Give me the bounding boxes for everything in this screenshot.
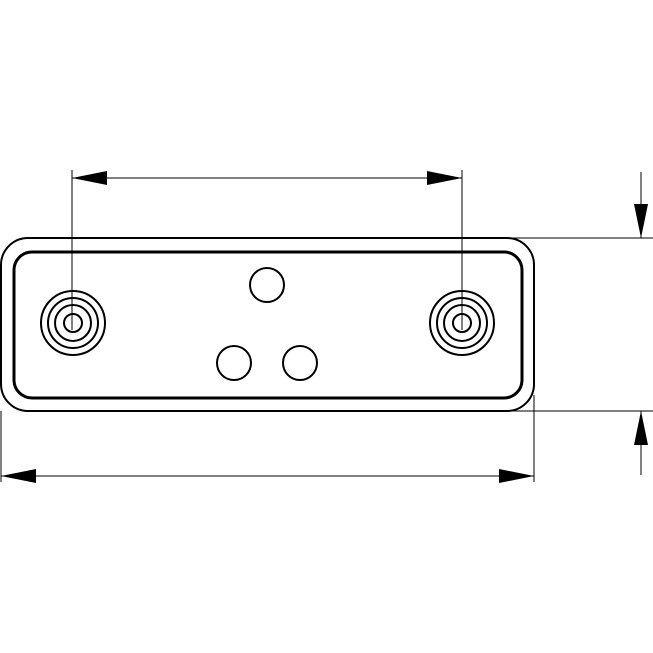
bottom-dimension-arrow-left	[1, 469, 36, 483]
top-dimension	[71, 170, 463, 330]
bottom-dimension	[0, 395, 535, 483]
right-dimension-arrow-top	[634, 204, 648, 238]
plate	[0, 237, 535, 412]
plate-inner-outline	[12, 250, 524, 400]
top-dimension-arrow-left	[72, 171, 107, 185]
center-holes	[216, 267, 318, 381]
center-hole-top	[249, 267, 285, 303]
right-dimension-arrow-bottom	[634, 411, 648, 445]
top-dimension-arrow-right	[427, 171, 462, 185]
left-hole-ring-2	[47, 297, 99, 349]
left-mounting-hole	[40, 290, 106, 356]
left-hole-ring-3	[54, 304, 92, 342]
center-hole-bottom-right	[282, 345, 318, 381]
left-hole-ring-outer	[40, 290, 106, 356]
bottom-dimension-arrow-right	[499, 469, 534, 483]
left-hole-ring-inner	[63, 313, 83, 333]
right-dimension	[508, 172, 653, 475]
plate-outer-outline	[0, 237, 535, 412]
center-hole-bottom-left	[216, 345, 252, 381]
